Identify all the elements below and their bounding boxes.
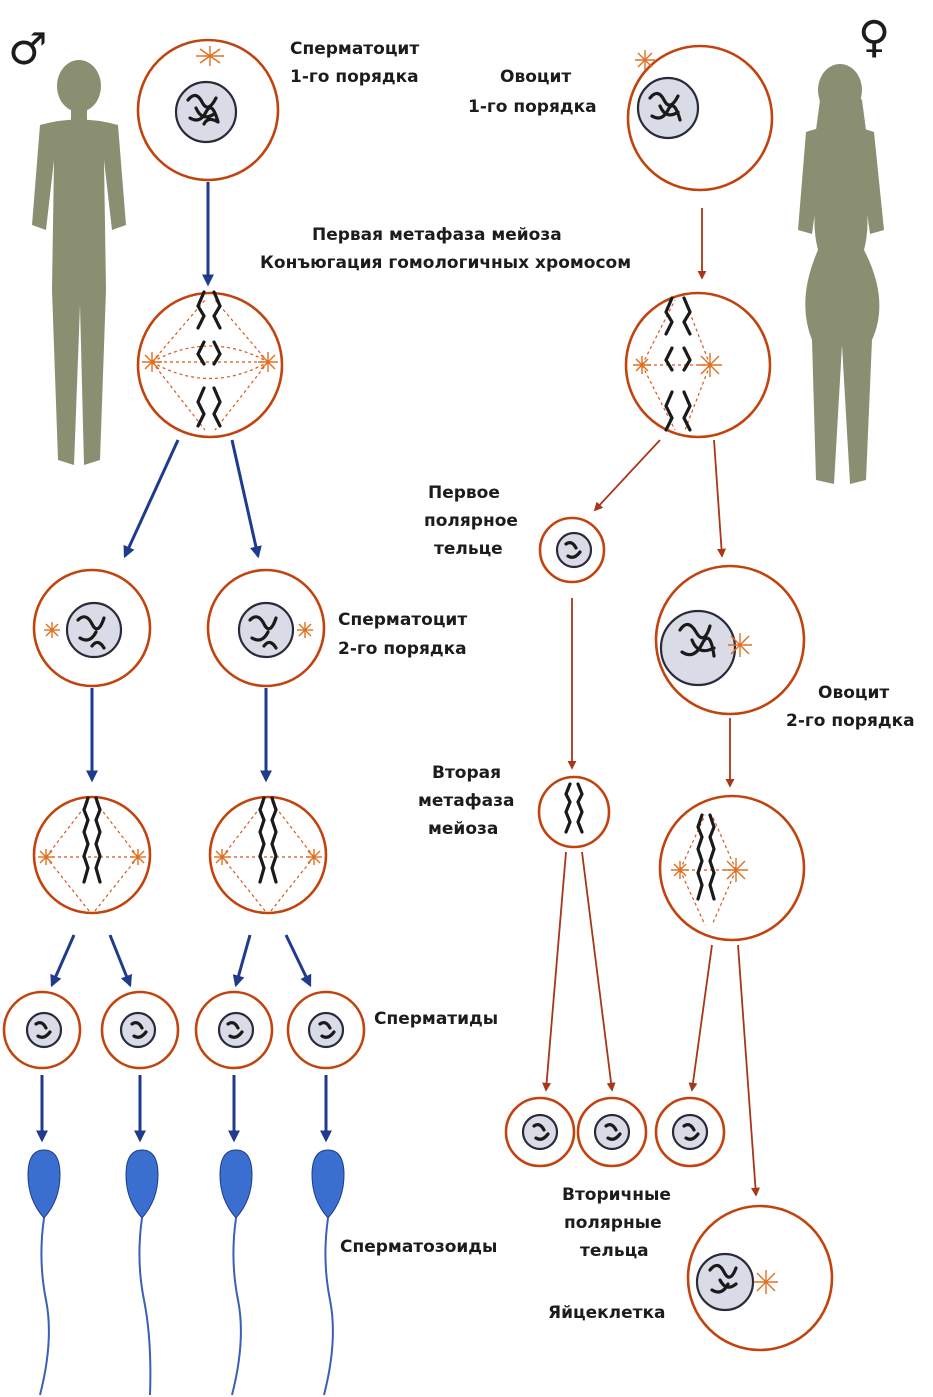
label-line: Первое [428, 483, 500, 503]
female-symbol-icon: ♀ [858, 12, 890, 63]
label-secondary-polar-bodies: Вторичные полярные тельца [562, 1185, 671, 1261]
label-line: Вторая [432, 763, 501, 783]
spermatozoon-4 [312, 1150, 344, 1395]
spermatid-2 [102, 992, 178, 1068]
spermatocyte-2-left [34, 570, 150, 686]
label-line: Конъюгация гомологичных хромосом [260, 253, 631, 273]
polar-body-metaphase-2 [539, 777, 609, 847]
male-silhouette [32, 60, 126, 465]
male-metaphase-2-right [210, 797, 326, 913]
label-line: Вторичные [562, 1185, 671, 1205]
label-line: Сперматоцит [290, 39, 419, 59]
label-line: Сперматоцит [338, 610, 467, 630]
spermatid-3 [196, 992, 272, 1068]
male-metaphase-2-left [34, 797, 150, 913]
label-oocyte-1: Овоцит 1-го порядка [468, 67, 597, 117]
secondary-polar-body-2 [578, 1098, 646, 1166]
label-spermatids: Сперматиды [374, 1009, 498, 1029]
label-oocyte-2: Овоцит 2-го порядка [786, 683, 915, 731]
label-spermatozoa: Сперматозоиды [340, 1237, 497, 1257]
label-first-polar-body: Первое полярное тельце [424, 483, 518, 559]
secondary-polar-body-3 [656, 1098, 724, 1166]
label-line: Овоцит [818, 683, 889, 703]
spermatid-4 [288, 992, 364, 1068]
label-line: 1-го порядка [468, 97, 597, 117]
secondary-polar-body-1 [506, 1098, 574, 1166]
label-egg: Яйцеклетка [548, 1303, 666, 1323]
female-metaphase-1-cell [626, 293, 770, 437]
spermatozoon-3 [220, 1150, 252, 1395]
spermatid-1 [4, 992, 80, 1068]
spermatocyte-2-right [208, 570, 324, 686]
label-line: полярное [424, 511, 518, 531]
label-line: 2-го порядка [338, 639, 467, 659]
spermatozoon-2 [126, 1150, 158, 1395]
label-line: полярные [564, 1213, 662, 1233]
label-line: тельце [434, 539, 503, 559]
label-line: метафаза [418, 791, 514, 811]
label-line: Первая метафаза мейоза [312, 225, 562, 245]
label-line: Овоцит [500, 67, 571, 87]
oocyte-metaphase-2 [660, 796, 804, 940]
spermatocyte-1 [138, 40, 278, 180]
first-polar-body [540, 518, 604, 582]
label-line: 2-го порядка [786, 711, 915, 731]
label-metaphase-2: Вторая метафаза мейоза [418, 763, 514, 839]
label-line: мейоза [428, 819, 498, 839]
female-silhouette [798, 64, 884, 484]
egg-cell [688, 1206, 832, 1350]
label-line: 1-го порядка [290, 67, 419, 87]
male-metaphase-1-cell [138, 292, 282, 437]
label-spermatocyte-1: Сперматоцит 1-го порядка [290, 39, 419, 87]
male-symbol-icon: ♂ [8, 24, 47, 75]
label-line: тельца [580, 1241, 649, 1261]
oocyte-2 [656, 566, 804, 714]
label-metaphase-1: Первая метафаза мейоза Конъюгация гомоло… [260, 225, 631, 273]
oocyte-1 [628, 46, 772, 190]
spermatozoon-1 [28, 1150, 60, 1395]
label-spermatocyte-2: Сперматоцит 2-го порядка [338, 610, 467, 659]
